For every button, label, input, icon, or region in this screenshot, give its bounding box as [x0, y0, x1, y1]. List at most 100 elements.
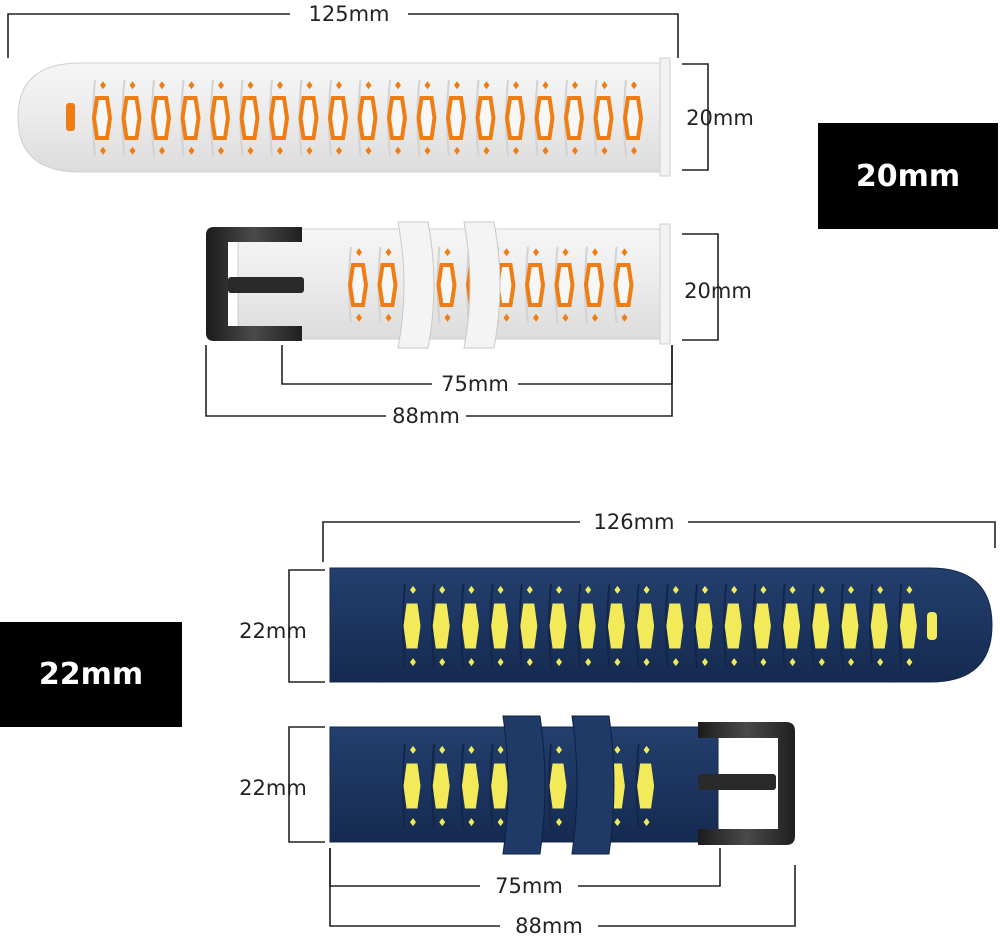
strap-accent-mark — [439, 585, 446, 594]
strap-hole — [695, 603, 713, 649]
strap-accent-mark — [356, 313, 362, 322]
strap-hole — [724, 603, 742, 649]
strap-accent-mark — [877, 658, 884, 667]
strap-hole — [327, 96, 349, 140]
strap-hole — [91, 96, 113, 140]
strap-accent-mark — [410, 585, 416, 594]
strap-groove — [840, 584, 844, 668]
strap-hole — [268, 96, 290, 140]
strap-hole — [239, 96, 260, 140]
strap-accent-mark — [385, 313, 392, 322]
band-22-dimensions — [288, 521, 996, 927]
strap-hole — [870, 603, 888, 649]
strap-accent-mark — [277, 146, 283, 155]
strap-accent-mark — [395, 146, 401, 155]
band-20-short-end-cap — [659, 223, 671, 345]
strap-hole — [637, 603, 655, 649]
band-20-keeper-2 — [463, 221, 501, 349]
strap-accent-mark — [444, 313, 451, 322]
strap-accent-mark — [218, 146, 224, 155]
strap-hole — [209, 96, 231, 140]
strap-accent-mark — [129, 81, 136, 90]
strap-accent-mark — [497, 745, 504, 754]
strap-accent-mark — [468, 658, 475, 667]
strap-accent-mark — [672, 585, 679, 594]
band-20-dimensions — [7, 13, 719, 417]
strap-accent-mark — [848, 658, 854, 667]
strap-groove — [460, 584, 465, 668]
strap-hole — [524, 263, 546, 307]
strap-accent-mark — [468, 585, 475, 594]
strap-accent-mark — [760, 658, 767, 667]
strap-end-hole — [66, 103, 75, 131]
strap-accent-mark — [247, 146, 254, 155]
band-20-keeper-1 — [397, 221, 435, 349]
band-22-long-holes — [402, 584, 937, 668]
strap-hole — [607, 603, 625, 649]
strap-accent-mark — [643, 745, 650, 754]
strap-accent-mark — [643, 658, 650, 667]
strap-accent-mark — [672, 658, 679, 667]
strap-accent-mark — [483, 81, 490, 90]
strap-accent-mark — [277, 81, 283, 90]
strap-accent-mark — [702, 585, 708, 594]
strap-hole — [432, 763, 450, 809]
strap-hole — [416, 96, 437, 140]
strap-accent-mark — [188, 146, 195, 155]
strap-accent-mark — [468, 818, 475, 827]
strap-accent-mark — [454, 146, 460, 155]
strap-hole — [563, 96, 585, 140]
strap-accent-mark — [631, 81, 637, 90]
strap-hole — [899, 603, 917, 649]
strap-accent-mark — [556, 818, 562, 827]
strap-groove — [898, 584, 903, 668]
strap-hole — [347, 263, 369, 307]
strap-accent-mark — [562, 248, 569, 257]
strap-hole — [578, 603, 596, 649]
band-20-short-width-label: 20mm — [684, 279, 752, 303]
strap-accent-mark — [356, 248, 362, 257]
strap-groove — [606, 584, 611, 668]
strap-accent-mark — [100, 146, 106, 155]
strap-accent-mark — [818, 658, 825, 667]
strap-hole — [504, 96, 526, 140]
strap-accent-mark — [410, 745, 416, 754]
band-20-short-inner-length-label: 75mm — [441, 372, 509, 396]
strap-hole — [445, 96, 467, 140]
strap-hole — [783, 603, 801, 649]
strap-accent-mark — [731, 585, 738, 594]
band-20-long-width-label: 20mm — [686, 106, 754, 130]
strap-groove — [694, 584, 698, 668]
strap-hole — [357, 96, 378, 140]
strap-accent-mark — [247, 81, 254, 90]
strap-accent-mark — [533, 313, 539, 322]
strap-hole — [534, 96, 555, 140]
strap-groove — [752, 584, 757, 668]
strap-groove — [810, 584, 815, 668]
strap-groove — [402, 744, 406, 828]
strap-accent-mark — [592, 248, 598, 257]
strap-accent-mark — [789, 658, 796, 667]
strap-accent-mark — [306, 81, 313, 90]
strap-accent-mark — [631, 146, 637, 155]
band-22-long-length-label: 126mm — [594, 510, 675, 534]
strap-groove — [489, 744, 494, 828]
strap-accent-mark — [497, 818, 504, 827]
strap-groove — [518, 584, 523, 668]
strap-hole — [491, 763, 509, 809]
strap-accent-mark — [497, 658, 504, 667]
strap-hole — [637, 763, 655, 809]
band-22-short-total-length-label: 88mm — [515, 914, 583, 938]
band-20-short-strap — [206, 221, 671, 349]
strap-accent-mark — [395, 81, 401, 90]
strap-accent-mark — [439, 818, 446, 827]
strap-accent-mark — [410, 818, 416, 827]
strap-accent-mark — [218, 81, 224, 90]
strap-hole — [666, 603, 684, 649]
strap-accent-mark — [542, 146, 549, 155]
strap-accent-mark — [906, 658, 913, 667]
strap-accent-mark — [454, 81, 460, 90]
strap-accent-mark — [601, 146, 608, 155]
strap-accent-mark — [614, 818, 621, 827]
strap-hole — [403, 603, 421, 649]
